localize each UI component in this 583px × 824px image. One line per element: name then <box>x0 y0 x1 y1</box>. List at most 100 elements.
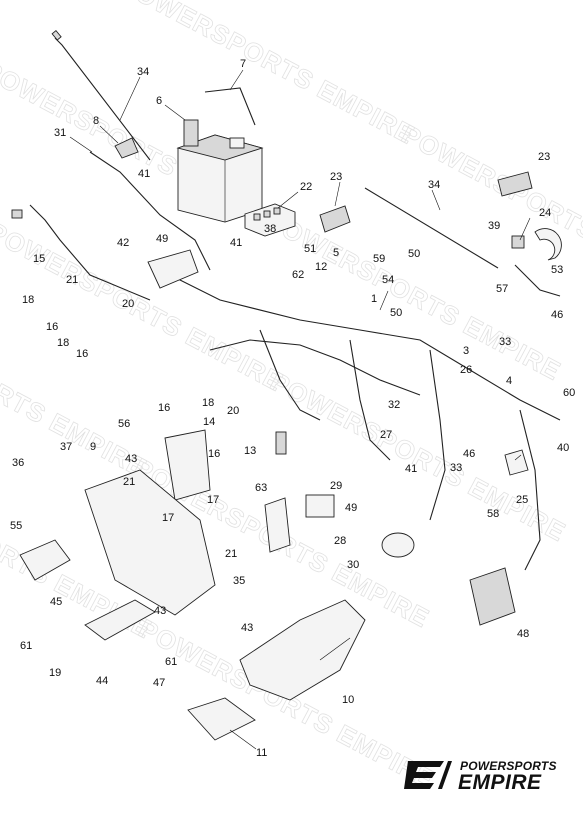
connector <box>11 209 23 219</box>
callout: 1 <box>371 293 377 305</box>
harness-branch <box>209 339 421 396</box>
callout: 34 <box>428 179 440 191</box>
rod-34-right <box>364 187 499 269</box>
callout: 18 <box>202 397 214 409</box>
cable-15 <box>29 204 151 301</box>
callout: 62 <box>292 269 304 281</box>
callout: 36 <box>12 457 24 469</box>
callout: 41 <box>405 463 417 475</box>
callout: 21 <box>123 476 135 488</box>
leader-lines <box>69 69 531 750</box>
callout: 49 <box>156 233 168 245</box>
callout: 21 <box>66 274 78 286</box>
cover-55 <box>19 539 71 581</box>
plate-44 <box>84 599 156 641</box>
callout: 37 <box>60 441 72 453</box>
callout: 16 <box>158 402 170 414</box>
callout: 21 <box>225 548 237 560</box>
callout: 51 <box>304 243 316 255</box>
relay-block-22 <box>244 203 296 237</box>
callout: 3 <box>463 345 469 357</box>
callout: 33 <box>499 336 511 348</box>
harness-branch <box>349 339 391 461</box>
callout: 17 <box>162 512 174 524</box>
clamp-24 <box>534 228 562 261</box>
pad-11 <box>187 697 256 741</box>
callout: 42 <box>117 237 129 249</box>
callout: 40 <box>557 442 569 454</box>
callout: 43 <box>125 453 137 465</box>
callout: 49 <box>345 502 357 514</box>
callout: 35 <box>233 575 245 587</box>
harness-branch <box>259 329 321 421</box>
brand-name-line1: POWERSPORTS <box>460 759 557 773</box>
callout: 16 <box>46 321 58 333</box>
relay-28 <box>305 494 335 518</box>
callout: 16 <box>76 348 88 360</box>
callout: 54 <box>382 274 394 286</box>
hose-53 <box>514 264 561 297</box>
callout: 7 <box>240 58 246 70</box>
callout: 50 <box>390 307 402 319</box>
regulator-48 <box>469 567 516 626</box>
callout: 29 <box>330 480 342 492</box>
callout: 55 <box>10 520 22 532</box>
callout: 32 <box>388 399 400 411</box>
bracket-42 <box>147 249 199 289</box>
callout: 39 <box>488 220 500 232</box>
clip-8 <box>114 137 139 159</box>
horn-30 <box>381 532 415 558</box>
callout: 41 <box>138 168 150 180</box>
callout: 30 <box>347 559 359 571</box>
callout: 26 <box>460 364 472 376</box>
strap-7 <box>204 87 256 126</box>
brand-name-line2: EMPIRE <box>458 771 542 794</box>
callout: 23 <box>538 151 550 163</box>
callout: 24 <box>539 207 551 219</box>
block-23-left <box>319 205 351 233</box>
callout: 43 <box>241 622 253 634</box>
callout: 19 <box>49 667 61 679</box>
block-23-right <box>497 171 533 197</box>
callout: 46 <box>551 309 563 321</box>
callout: 8 <box>93 115 99 127</box>
callout: 46 <box>463 448 475 460</box>
callout: 15 <box>33 253 45 265</box>
callout: 56 <box>118 418 130 430</box>
callout: 31 <box>54 127 66 139</box>
callout: 23 <box>330 171 342 183</box>
watermark-text: POWERSPORTS EMPIRE <box>114 0 419 150</box>
callout: 14 <box>203 416 215 428</box>
callout: 61 <box>165 656 177 668</box>
callout: 41 <box>230 237 242 249</box>
callout: 34 <box>137 66 149 78</box>
tray-10 <box>239 599 366 701</box>
callout: 27 <box>380 429 392 441</box>
callout: 45 <box>50 596 62 608</box>
callout: 5 <box>333 247 339 259</box>
callout: 61 <box>20 640 32 652</box>
callout: 12 <box>315 261 327 273</box>
callout: 44 <box>96 675 108 687</box>
callout: 18 <box>57 337 69 349</box>
callout: 33 <box>450 462 462 474</box>
callout: 17 <box>207 494 219 506</box>
brand-mark-icon <box>404 761 452 789</box>
watermark-text: POWERSPORTS EMPIRE <box>260 205 565 386</box>
bracket-25 <box>504 449 529 476</box>
brand-logo: POWERSPORTS EMPIRE <box>404 753 574 797</box>
callout: 38 <box>264 223 276 235</box>
battery-6 <box>176 119 264 223</box>
main-harness-1 <box>149 264 561 421</box>
callout-labels: 34 7 6 8 31 41 22 23 34 23 24 39 53 49 4… <box>10 58 575 759</box>
bracket-35 <box>264 497 291 553</box>
callout: 53 <box>551 264 563 276</box>
callout: 18 <box>22 294 34 306</box>
callout: 22 <box>300 181 312 193</box>
callout: 11 <box>256 747 267 759</box>
callout: 28 <box>334 535 346 547</box>
callout: 6 <box>156 95 162 107</box>
callout: 10 <box>342 694 354 706</box>
callout: 48 <box>517 628 529 640</box>
callout: 25 <box>516 494 528 506</box>
